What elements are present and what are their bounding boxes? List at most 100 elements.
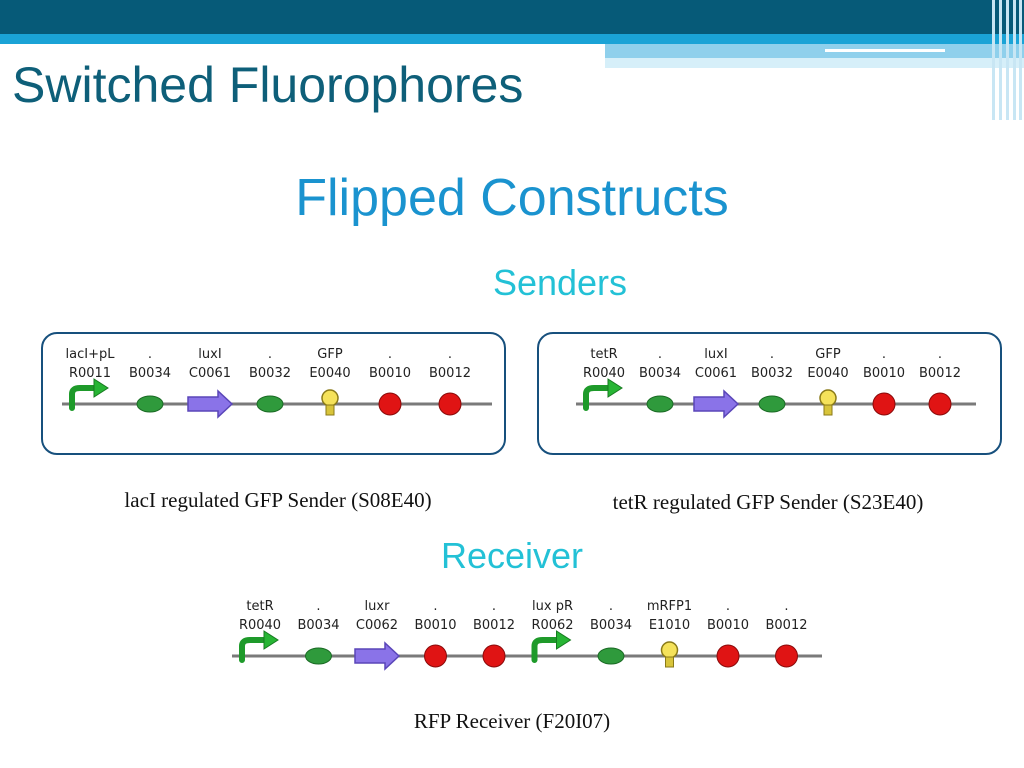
part-code-label: C0062: [356, 618, 398, 633]
part-name-label: .: [316, 599, 320, 614]
rbs-oval-icon: [136, 395, 164, 413]
coding-arrow-icon: [693, 389, 740, 419]
part-name-label: .: [433, 599, 437, 614]
part-code-label: B0010: [369, 366, 411, 381]
terminator-icon: [482, 644, 506, 668]
part-name-label: .: [784, 599, 788, 614]
reporter-bulb-icon: [660, 641, 679, 668]
part-code-label: B0010: [707, 618, 749, 633]
sender-construct-box-tetr: [537, 332, 1002, 455]
terminator-icon: [716, 644, 740, 668]
part-code-label: R0040: [583, 366, 625, 381]
part-code-label: C0061: [189, 366, 231, 381]
part-code-label: E0040: [807, 366, 848, 381]
slide-title: Switched Fluorophores: [12, 57, 524, 113]
part-b0010: . B0010: [414, 599, 457, 668]
reporter-bulb-icon: [819, 389, 837, 416]
part-name-label: luxr: [365, 599, 391, 614]
part-code-label: B0034: [590, 618, 632, 633]
rbs-oval-icon: [597, 647, 625, 665]
part-b0034: . B0034: [639, 347, 681, 413]
part-code-label: B0012: [919, 366, 961, 381]
part-code-label: B0012: [765, 618, 807, 633]
part-name-label: luxI: [704, 347, 727, 362]
part-code-label: C0061: [695, 366, 737, 381]
rbs-oval-icon: [256, 395, 284, 413]
part-b0012: . B0012: [473, 599, 515, 668]
header-light-band: [605, 44, 1024, 58]
part-name-label: .: [938, 347, 942, 362]
part-name-label: luxI: [198, 347, 221, 362]
part-code-label: R0062: [531, 618, 573, 633]
part-code-label: B0032: [249, 366, 291, 381]
sender-construct-box-laci: [41, 332, 506, 455]
part-b0034: . B0034: [590, 599, 632, 665]
part-name-label: .: [448, 347, 452, 362]
part-b0032: .B0032: [751, 347, 793, 413]
header-stripes: [990, 0, 1024, 120]
part-name-label: .: [658, 347, 662, 362]
part-name-label: .: [882, 347, 886, 362]
part-code-label: E1010: [649, 618, 690, 633]
part-name-label: .: [388, 347, 392, 362]
part-name-label: GFP: [317, 347, 343, 362]
part-b0010: .B0010: [863, 347, 905, 416]
part-name-label: .: [726, 599, 730, 614]
coding-arrow-icon: [187, 389, 234, 419]
receiver-heading: Receiver: [440, 535, 584, 576]
part-code-label: B0034: [639, 366, 681, 381]
part-name-label: lacI+pL: [66, 347, 116, 362]
part-e0040: GFP E0040: [309, 347, 351, 416]
part-code-label: B0012: [429, 366, 471, 381]
terminator-icon: [424, 644, 447, 668]
part-code-label: B0012: [473, 618, 515, 633]
rbs-oval-icon: [646, 395, 674, 413]
part-c0061: luxI C0061: [187, 347, 234, 419]
part-code-label: E0040: [309, 366, 350, 381]
part-code-label: B0034: [129, 366, 171, 381]
part-name-label: lux pR: [532, 599, 573, 614]
coding-arrow-icon: [354, 641, 401, 671]
part-b0034: .B0034: [129, 347, 171, 413]
promoter-arrow-icon: [239, 630, 279, 663]
terminator-icon: [928, 392, 952, 416]
promoter-arrow-icon: [531, 630, 572, 663]
part-b0010: . B0010: [369, 347, 411, 416]
part-name-label: .: [609, 599, 613, 614]
part-code-label: B0010: [414, 618, 456, 633]
header-highlight-line: [825, 49, 945, 52]
caption-laci-sender: lacI regulated GFP Sender (S08E40): [124, 488, 432, 512]
rbs-oval-icon: [305, 647, 332, 665]
part-name-label: tetR: [246, 599, 273, 614]
part-code-label: R0040: [239, 618, 281, 633]
part-name-label: .: [268, 347, 272, 362]
part-b0012: . B0012: [429, 347, 471, 416]
terminator-icon: [438, 392, 462, 416]
promoter-arrow-icon: [69, 378, 109, 411]
construct-diagram: tetRR0040.B0034luxrC0062.B0010.B0012lux …: [232, 599, 822, 671]
part-name-label: .: [770, 347, 774, 362]
construct-diagram: tetRR0040.B0034luxIC0061.B0032GFPE0040.B…: [576, 347, 976, 419]
part-name-label: tetR: [590, 347, 617, 362]
part-r0040: tetR R0040: [239, 599, 281, 663]
caption-rfp-receiver: RFP Receiver (F20I07): [413, 709, 611, 733]
rbs-oval-icon: [758, 395, 786, 413]
part-b0010: . B0010: [707, 599, 749, 668]
terminator-icon: [872, 392, 896, 416]
header-accent-band: [0, 34, 1024, 44]
part-r0062: lux pR R0062: [531, 599, 574, 663]
part-c0061: luxI C0061: [693, 347, 740, 419]
part-name-label: .: [492, 599, 496, 614]
header-pale-band: [605, 58, 1024, 68]
part-b0032: . B0032: [249, 347, 291, 413]
slide-subtitle: Flipped Constructs: [295, 169, 729, 227]
part-b0034: .B0034: [297, 599, 340, 665]
terminator-icon: [378, 392, 402, 416]
part-b0012: . B0012: [919, 347, 961, 416]
